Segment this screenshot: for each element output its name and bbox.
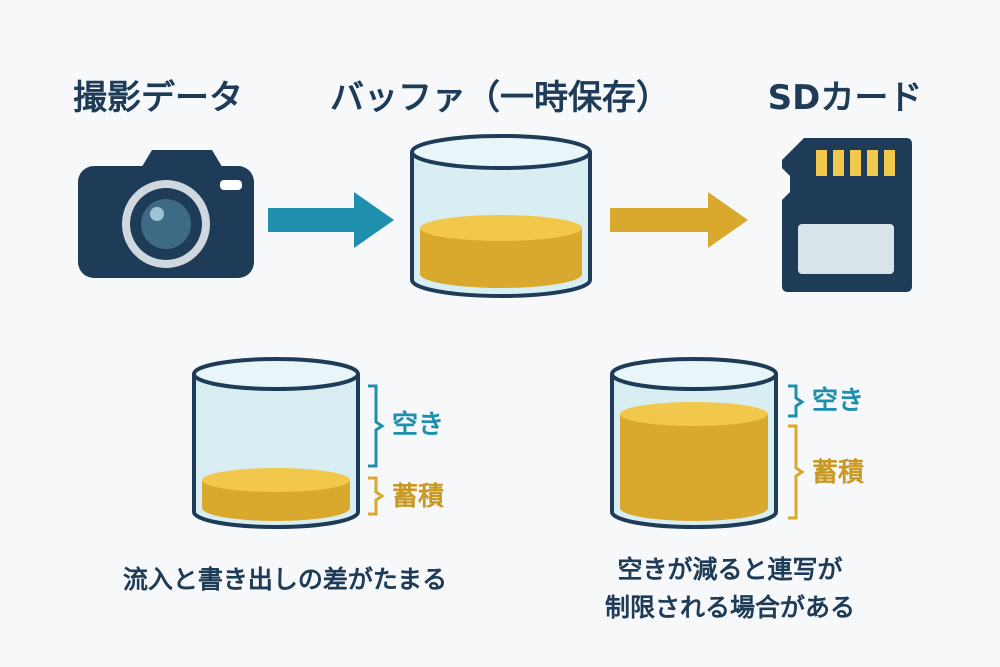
buffer-high-cylinder — [610, 357, 778, 529]
buffer-title: バッファ（一時保存） — [330, 78, 670, 118]
stored-bracket-right — [788, 424, 805, 520]
arrow-out-icon — [610, 192, 748, 248]
caption-right-line1: 空きが減ると連写が — [617, 555, 843, 584]
empty-label-left: 空き — [392, 410, 445, 440]
sd-card-icon — [782, 138, 912, 292]
stored-bracket-left — [368, 476, 385, 516]
stored-label-right: 蓄積 — [812, 458, 865, 488]
buffer-low-cylinder — [192, 357, 360, 529]
caption-right-line2: 制限される場合がある — [604, 593, 855, 622]
empty-label-right: 空き — [812, 386, 865, 416]
caption-left: 流入と書き出しの差がたまる — [122, 565, 448, 594]
empty-bracket-left — [368, 384, 385, 468]
stored-label-left: 蓄積 — [392, 482, 445, 512]
buffer-cylinder — [410, 134, 592, 298]
camera-icon — [78, 150, 254, 278]
arrow-in-icon — [268, 192, 394, 248]
empty-bracket-right — [788, 384, 805, 418]
source-title: 撮影データ — [73, 78, 243, 118]
card-title: SDカード — [767, 78, 923, 118]
